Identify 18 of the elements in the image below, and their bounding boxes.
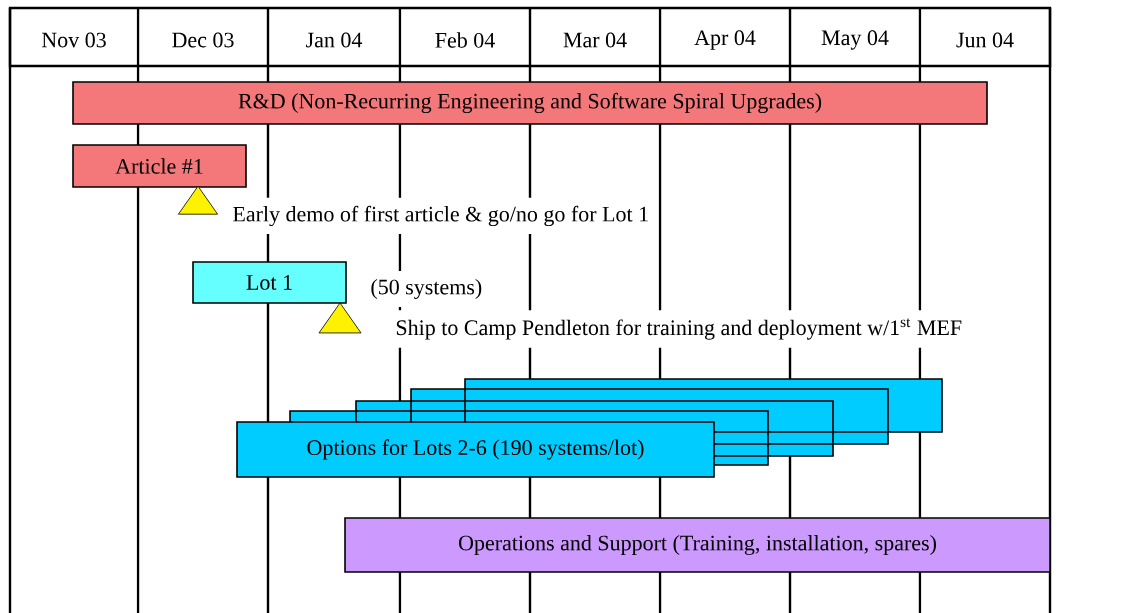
task-bar: Article #1 bbox=[72, 144, 247, 188]
month-label: Apr 04 bbox=[694, 30, 756, 50]
milestone-label: Early demo of first article & go/no go for Lot 1 bbox=[224, 197, 658, 235]
month-label: May 04 bbox=[821, 30, 889, 50]
task-bar: R&D (Non-Recurring Engineering and Software Spiral Upgrades) bbox=[72, 81, 988, 125]
milestone-triangle bbox=[178, 185, 218, 215]
quantity-note: (50 systems) bbox=[362, 271, 491, 307]
month-label: Feb 04 bbox=[435, 32, 495, 48]
month-label: Nov 03 bbox=[41, 32, 106, 48]
task-bar: Options for Lots 2-6 (190 systems/lot) bbox=[236, 421, 715, 478]
task-bar: Operations and Support (Training, installation, spares) bbox=[344, 517, 1051, 573]
month-label: Dec 03 bbox=[172, 32, 234, 48]
milestone-label: Ship to Camp Pendleton for training and deployment w/1$^{st}$ MEF bbox=[387, 310, 971, 348]
milestone-triangle bbox=[318, 302, 362, 334]
month-label: Mar 04 bbox=[563, 32, 627, 48]
task-bar: Lot 1 bbox=[192, 261, 347, 304]
month-label: Jan 04 bbox=[306, 32, 363, 48]
month-label: Jun 04 bbox=[956, 32, 1014, 48]
